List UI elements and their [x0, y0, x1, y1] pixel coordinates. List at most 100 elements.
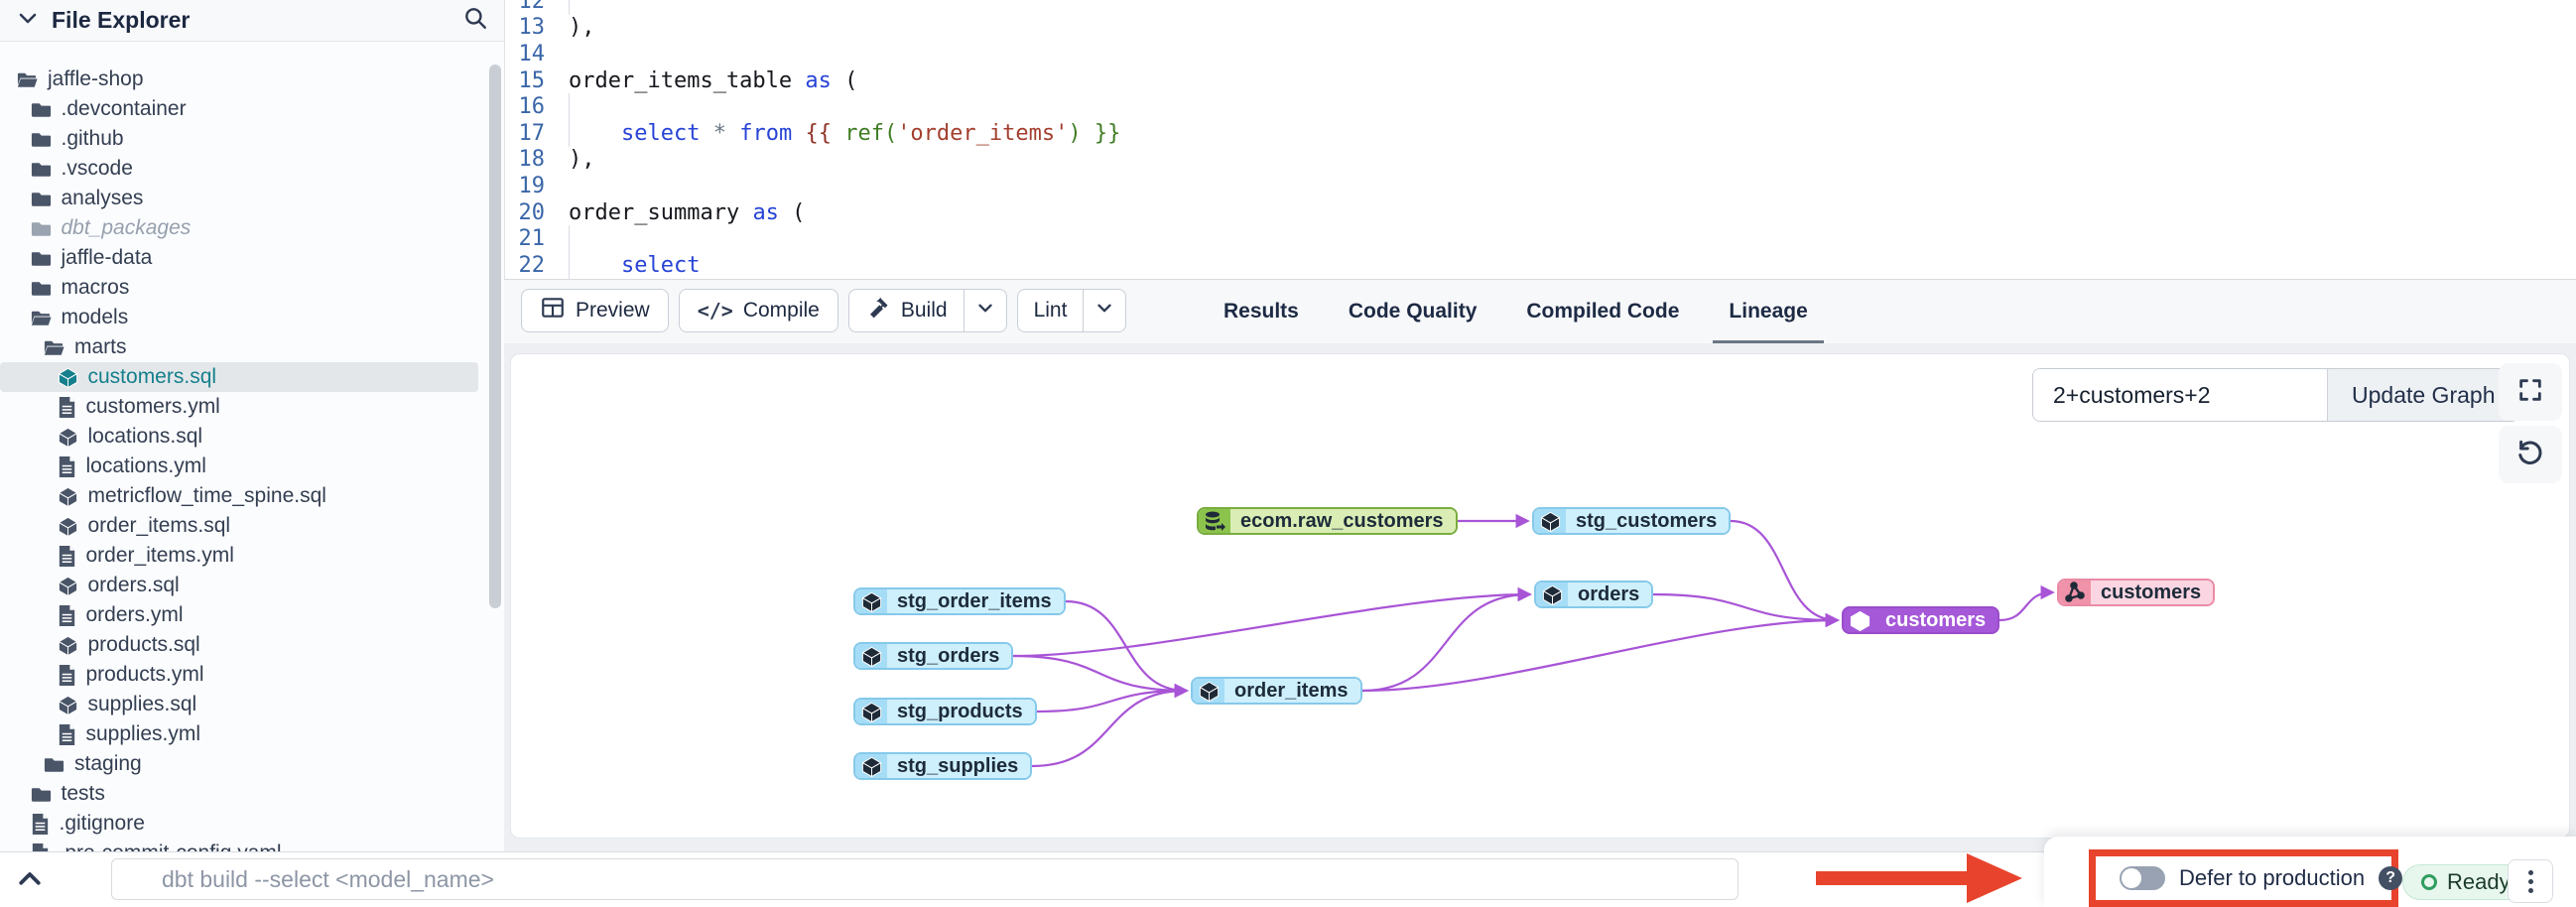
node-label: ecom.raw_customers [1230, 509, 1456, 533]
indent-guide [569, 93, 570, 120]
tree-item-label: orders.sql [87, 574, 180, 596]
tree-item-label: supplies.sql [87, 693, 197, 715]
lineage-node-orders[interactable]: orders [1534, 581, 1654, 608]
tree-item-label: .pre-commit-config.yaml [60, 842, 282, 851]
tree-item-label: staging [74, 752, 142, 775]
tree-item-label: orders.yml [85, 603, 184, 626]
code-line-19[interactable]: 19 [505, 173, 2576, 199]
build-dropdown-button[interactable] [963, 289, 1007, 332]
fullscreen-button[interactable] [2499, 363, 2562, 421]
tree-item-label: order_items.yml [85, 544, 234, 567]
code-line-12[interactable]: 12 [505, 0, 2576, 15]
tree-item-orders-sql[interactable]: orders.sql [0, 571, 478, 600]
tree-item-jaffle-shop[interactable]: jaffle-shop [0, 65, 478, 94]
reset-view-button[interactable] [2499, 426, 2562, 483]
file-explorer-title: File Explorer [52, 7, 191, 33]
file-icon [57, 455, 77, 478]
line-number: 14 [518, 41, 546, 66]
tree-item--vscode[interactable]: .vscode [0, 154, 478, 184]
tree-item-orders-yml[interactable]: orders.yml [0, 600, 478, 630]
lineage-selector-input[interactable] [2033, 369, 2327, 421]
tab-results[interactable]: Results [1224, 300, 1299, 323]
lineage-node-stg_supplies[interactable]: stg_supplies [853, 752, 1033, 780]
file-icon [57, 664, 77, 687]
lint-button[interactable]: Lint [1016, 289, 1084, 332]
tree-item--github[interactable]: .github [0, 124, 478, 154]
chevron-down-icon[interactable] [16, 6, 40, 35]
code-line-21[interactable]: 21 [505, 225, 2576, 252]
lineage-node-stg_customers[interactable]: stg_customers [1532, 507, 1732, 535]
file-icon [57, 604, 77, 627]
tree-item-analyses[interactable]: analyses [0, 184, 478, 213]
lineage-node-stg_order_items[interactable]: stg_order_items [853, 587, 1066, 615]
tree-item-tests[interactable]: tests [0, 779, 478, 809]
code-text: order_items_table as ( [569, 67, 858, 93]
lineage-node-stg_products[interactable]: stg_products [853, 698, 1037, 725]
tree-item-metricflow-time-spine-sql[interactable]: metricflow_time_spine.sql [0, 481, 478, 511]
lineage-node-customers[interactable]: customers [1842, 606, 2000, 634]
tree-item-order-items-yml[interactable]: order_items.yml [0, 541, 478, 571]
model-cube-icon [57, 634, 79, 657]
tree-item-label: customers.yml [85, 395, 220, 418]
tree-item-locations-yml[interactable]: locations.yml [0, 452, 478, 481]
code-line-17[interactable]: 17 select * from {{ ref('order_items') }… [505, 119, 2576, 147]
preview-button[interactable]: Preview [521, 289, 669, 332]
lineage-node-order_items[interactable]: order_items [1191, 677, 1362, 705]
code-line-22[interactable]: 22 select [505, 251, 2576, 279]
search-icon[interactable] [462, 5, 488, 36]
tree-item-models[interactable]: models [0, 303, 478, 332]
kebab-menu-button[interactable] [2508, 859, 2553, 903]
tree-item-label: products.yml [85, 663, 204, 686]
defer-to-production-toggle[interactable] [2120, 866, 2165, 890]
tree-item-jaffle-data[interactable]: jaffle-data [0, 243, 478, 273]
lineage-node-raw_customers[interactable]: ecom.raw_customers [1197, 507, 1458, 535]
edge-customers-to-customers_metric [1998, 584, 2055, 622]
dbt-command-input[interactable] [111, 858, 1739, 900]
tab-compiled-code[interactable]: Compiled Code [1526, 300, 1680, 323]
tree-item-marts[interactable]: marts [0, 332, 478, 362]
tree-item-label: marts [74, 335, 127, 358]
help-icon[interactable]: ? [2379, 866, 2403, 890]
code-line-16[interactable]: 16 [505, 93, 2576, 120]
update-graph-button[interactable]: Update Graph [2327, 369, 2519, 421]
tree-item-supplies-sql[interactable]: supplies.sql [0, 690, 478, 719]
model-cube-icon [1536, 583, 1568, 606]
tree-item-products-sql[interactable]: products.sql [0, 630, 478, 660]
code-line-14[interactable]: 14 [505, 41, 2576, 67]
tree-item-staging[interactable]: staging [0, 749, 478, 779]
chevron-up-icon[interactable] [14, 864, 46, 899]
tree-item-locations-sql[interactable]: locations.sql [0, 422, 478, 452]
line-number: 13 [518, 15, 546, 41]
tree-item-products-yml[interactable]: products.yml [0, 660, 478, 690]
tree-item--devcontainer[interactable]: .devcontainer [0, 94, 478, 124]
code-line-18[interactable]: 18), [505, 147, 2576, 174]
tree-item--pre-commit-config-yaml[interactable]: .pre-commit-config.yaml [0, 839, 478, 851]
tree-item-dbt-packages[interactable]: dbt_packages [0, 213, 478, 243]
tree-item-order-items-sql[interactable]: order_items.sql [0, 511, 478, 541]
code-line-13[interactable]: 13), [505, 15, 2576, 42]
model-cube-icon [855, 700, 887, 723]
lineage-node-stg_orders[interactable]: stg_orders [853, 642, 1014, 670]
build-button[interactable]: Build [847, 289, 964, 332]
file-icon [57, 545, 77, 568]
tree-item-supplies-yml[interactable]: supplies.yml [0, 719, 478, 749]
tab-code-quality[interactable]: Code Quality [1348, 300, 1478, 323]
tree-item-customers-yml[interactable]: customers.yml [0, 392, 478, 422]
tree-item-label: customers.sql [87, 365, 217, 388]
compile-button[interactable]: </>Compile [678, 289, 838, 332]
sidebar-scrollbar[interactable] [489, 65, 501, 608]
tree-item-customers-sql[interactable]: customers.sql [0, 362, 478, 392]
tab-lineage[interactable]: Lineage [1713, 280, 1825, 343]
lineage-node-customers_metric[interactable]: customers [2057, 579, 2216, 606]
reset-icon [2515, 438, 2545, 472]
tree-item--gitignore[interactable]: .gitignore [0, 809, 478, 839]
folder-icon [30, 158, 53, 181]
lint-dropdown-button[interactable] [1083, 289, 1127, 332]
tree-item-macros[interactable]: macros [0, 273, 478, 303]
